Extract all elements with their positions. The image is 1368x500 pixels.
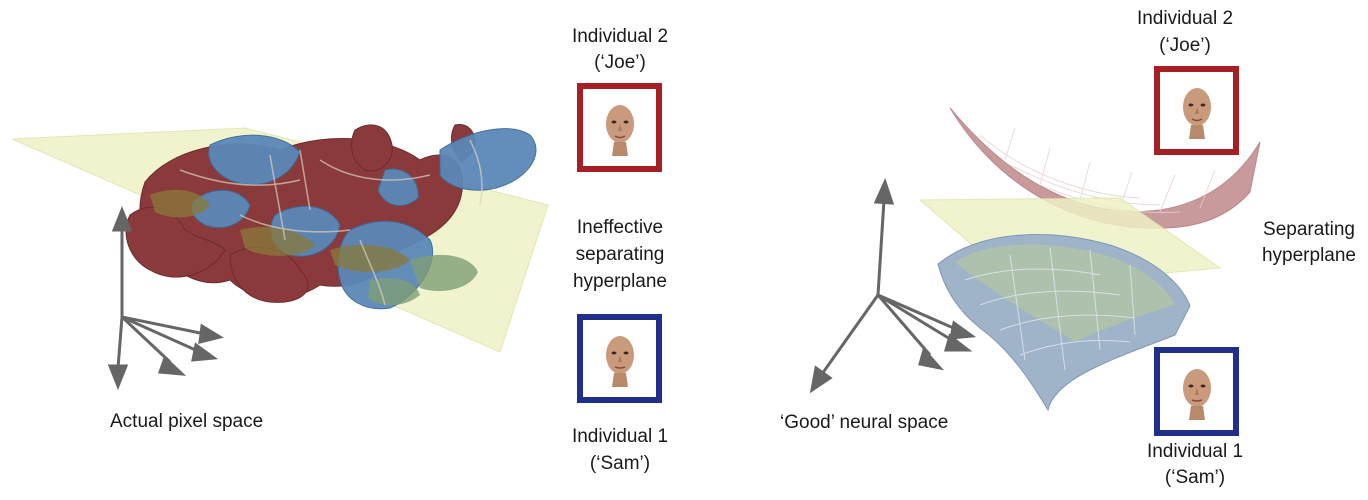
ineffective-label-line2: separating [545, 243, 695, 267]
axis-arrow-icon [193, 345, 214, 360]
axis-arrow-icon [876, 182, 892, 203]
right-joe-alias: (‘Joe’) [1110, 34, 1260, 58]
left-panel: Actual pixel space Individual 2 (‘Joe’) … [0, 0, 700, 494]
axis-arrow-icon [160, 358, 182, 374]
axis-arrow-icon [951, 323, 972, 338]
axis-arrow-icon [920, 350, 940, 368]
left-sam-alias: (‘Sam’) [545, 452, 695, 476]
axis-arrow-icon [110, 366, 126, 386]
separating-label-line1: Separating [1250, 218, 1368, 242]
face-icon [598, 329, 642, 389]
left-sam-face-frame [577, 314, 662, 403]
left-space-label: Actual pixel space [110, 410, 263, 434]
face-icon [1175, 362, 1219, 422]
separating-label-line2: hyperplane [1250, 244, 1368, 268]
right-sam-alias: (‘Sam’) [1120, 466, 1270, 490]
left-joe-face-frame [577, 83, 662, 172]
right-space-label: ‘Good’ neural space [780, 411, 948, 435]
separated-manifold-diagram [780, 80, 1340, 500]
face-icon [598, 98, 642, 158]
left-joe-alias: (‘Joe’) [545, 51, 695, 75]
right-panel: Individual 2 (‘Joe’) Separating hyperpla… [700, 0, 1368, 494]
right-joe-name: Individual 2 [1110, 7, 1260, 31]
axis-arrow-icon [812, 368, 830, 390]
axis-arrow-icon [200, 326, 220, 342]
right-sam-name: Individual 1 [1120, 440, 1270, 464]
tangled-manifold-diagram [0, 90, 560, 490]
right-joe-face-frame [1154, 66, 1239, 155]
ineffective-label-line3: hyperplane [545, 270, 695, 294]
face-icon [1175, 81, 1219, 141]
left-sam-name: Individual 1 [545, 425, 695, 449]
left-joe-name: Individual 2 [545, 25, 695, 49]
axis-arrow-icon [114, 210, 130, 230]
right-sam-face-frame [1154, 347, 1239, 436]
ineffective-label-line1: Ineffective [545, 216, 695, 240]
